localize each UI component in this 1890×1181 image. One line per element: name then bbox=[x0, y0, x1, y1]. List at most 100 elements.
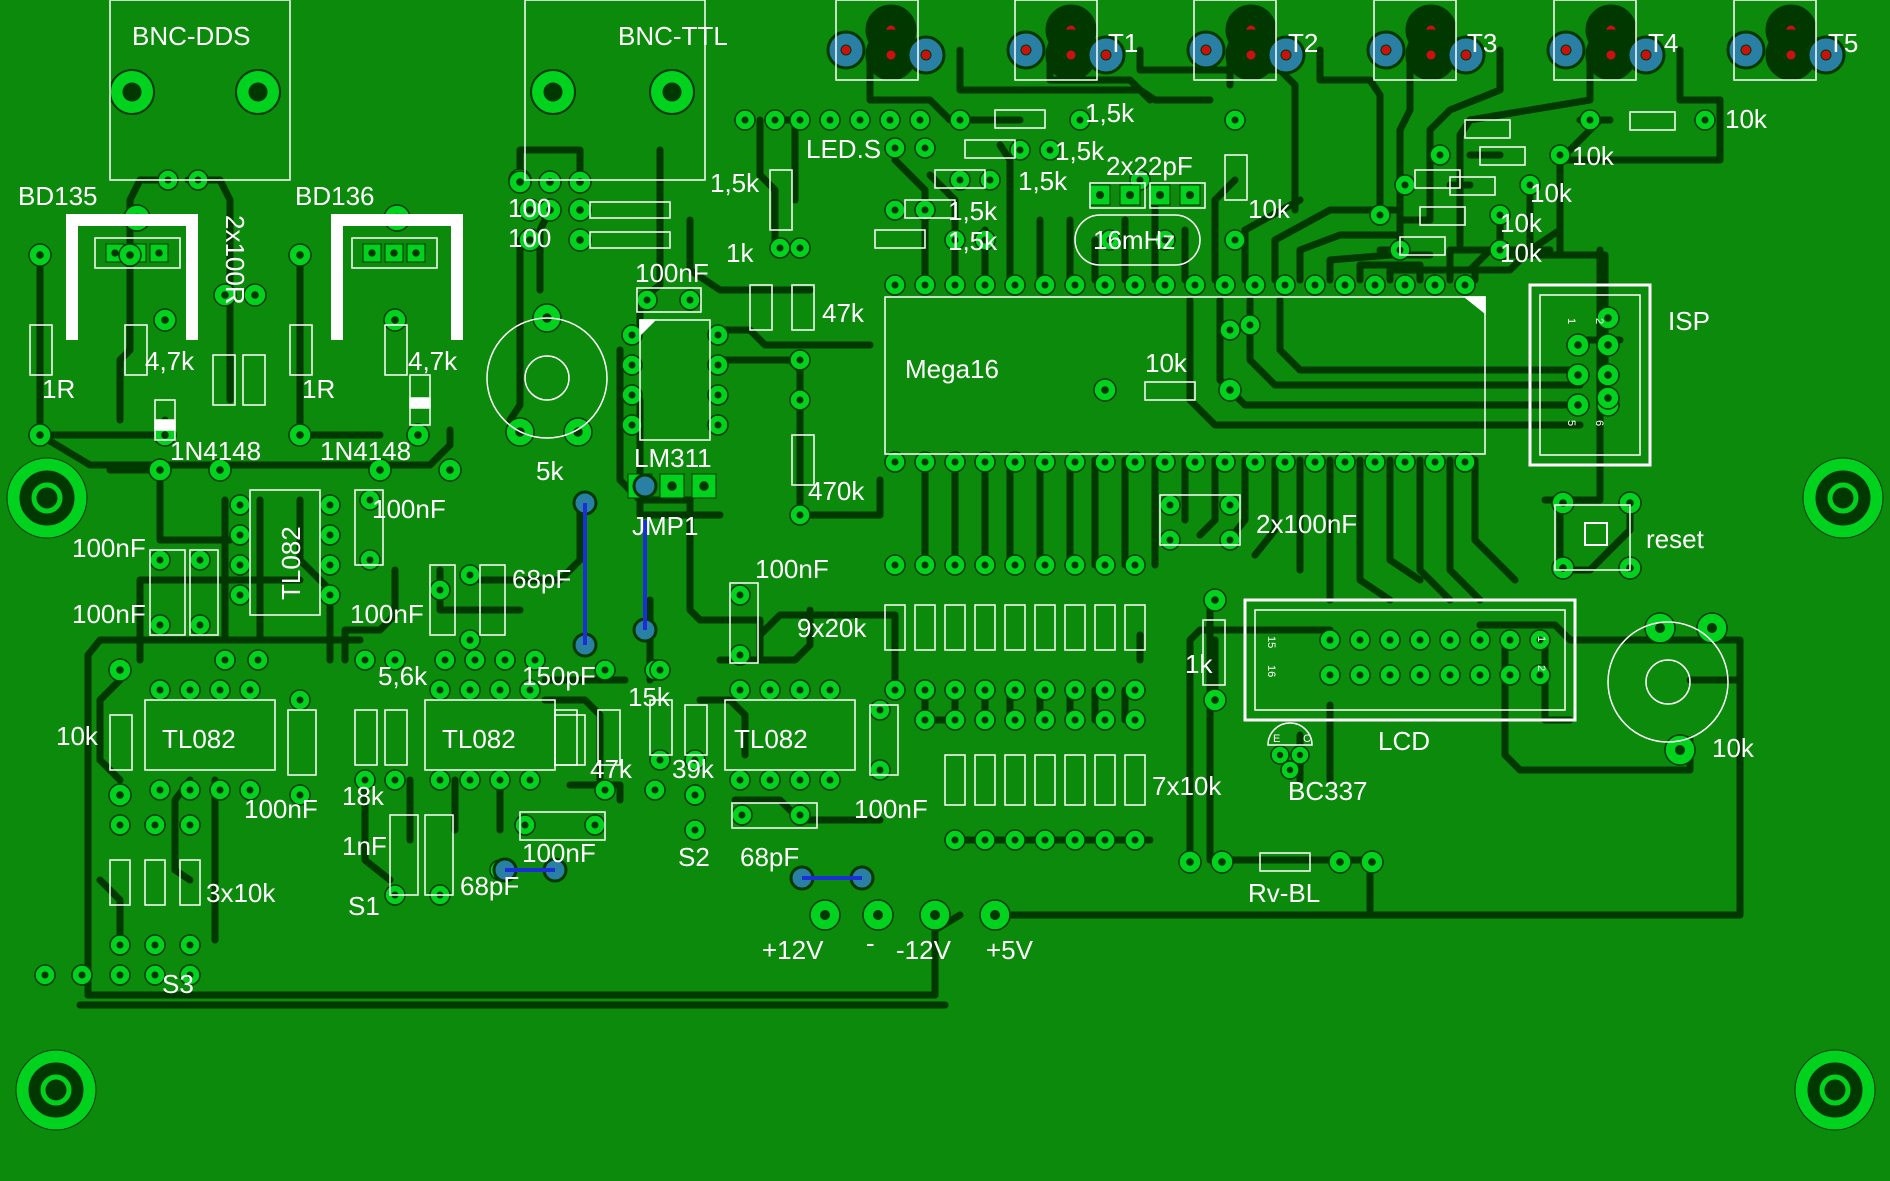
top-row-pad bbox=[949, 109, 971, 131]
pad-hole bbox=[1011, 716, 1019, 724]
r-9x20k-bottom-pin bbox=[974, 679, 996, 701]
pad bbox=[189, 549, 211, 571]
r-7x10k-bottom-pin bbox=[1064, 829, 1086, 851]
top-pad bbox=[914, 199, 936, 221]
r-3x10k-bottom bbox=[179, 934, 201, 956]
pad-hole bbox=[736, 776, 744, 784]
pad-hole bbox=[151, 971, 159, 979]
reset-pin bbox=[1551, 491, 1575, 515]
pad-hole bbox=[916, 116, 924, 124]
pad-hole bbox=[1231, 116, 1239, 124]
pad-hole bbox=[1281, 281, 1289, 289]
pad-hole bbox=[686, 296, 694, 304]
pad-hole bbox=[1191, 281, 1199, 289]
tconn-center bbox=[1740, 44, 1752, 56]
tl082v-pin bbox=[229, 524, 251, 546]
pad-hole bbox=[196, 621, 204, 629]
tl082a-pin bbox=[209, 679, 231, 701]
pad-hole bbox=[1071, 716, 1079, 724]
r-10k-t5 bbox=[1399, 236, 1446, 256]
left-pad bbox=[288, 423, 312, 447]
pad-hole bbox=[656, 666, 664, 674]
s3-pin bbox=[109, 964, 131, 986]
pot-5k-outline bbox=[486, 317, 608, 439]
pad-hole bbox=[921, 458, 929, 466]
pad-hole bbox=[1131, 836, 1139, 844]
r-1-5k-2 bbox=[964, 139, 1016, 159]
reset-outline bbox=[1554, 504, 1631, 571]
pad-hole bbox=[216, 466, 224, 474]
c-68pf-s1-body bbox=[424, 814, 454, 896]
r-9x20k-top-pin bbox=[1034, 554, 1056, 576]
tl082v-pin bbox=[229, 554, 251, 576]
pad-hole bbox=[1386, 636, 1394, 644]
pad-hole bbox=[111, 249, 119, 257]
label-2x22pf: 2x22pF bbox=[1106, 151, 1193, 181]
xtal-pin bbox=[1154, 229, 1176, 251]
tconn-center bbox=[1640, 49, 1652, 61]
label-mega16: Mega16 bbox=[905, 354, 999, 384]
jmp1-pin bbox=[659, 473, 685, 499]
pad-hole bbox=[1071, 458, 1079, 466]
r-9x20k-bottom-pin bbox=[1004, 679, 1026, 701]
cap-pin bbox=[1159, 494, 1181, 516]
pad-hole bbox=[526, 686, 534, 694]
tl082v-pin bbox=[229, 494, 251, 516]
pad-hole bbox=[1604, 394, 1612, 402]
pad-hole bbox=[1131, 716, 1139, 724]
tl082b-pin bbox=[459, 769, 481, 791]
label-1-5k-e: 1,5k bbox=[948, 226, 998, 256]
top-pad bbox=[944, 229, 966, 251]
r-9x20k-top-pin bbox=[884, 554, 906, 576]
top-pad bbox=[979, 169, 1001, 191]
left-pad bbox=[213, 283, 237, 307]
lcd-extra bbox=[1203, 588, 1227, 612]
left-pad bbox=[118, 243, 142, 267]
label-jmp1: JMP1 bbox=[632, 511, 698, 541]
pad-hole bbox=[1556, 151, 1564, 159]
lm311-pin bbox=[707, 354, 729, 376]
pad-hole bbox=[1221, 281, 1229, 289]
label-1-5k-b: 1,5k bbox=[1055, 136, 1105, 166]
mega16-top-pin bbox=[944, 274, 966, 296]
pad-hole bbox=[1161, 236, 1169, 244]
pad-hole bbox=[1431, 458, 1439, 466]
mega16-bottom-pin bbox=[1364, 451, 1386, 473]
pad-hole bbox=[981, 836, 989, 844]
r-7x10k-top-pin bbox=[1094, 709, 1116, 731]
pad bbox=[459, 564, 481, 586]
pad-hole bbox=[368, 249, 376, 257]
tl082v-pin bbox=[229, 584, 251, 606]
pad-hole bbox=[155, 249, 163, 257]
pad-hole bbox=[326, 591, 334, 599]
lcd-pin bbox=[1319, 664, 1341, 686]
pad bbox=[494, 649, 516, 671]
left-pad bbox=[383, 308, 407, 332]
t1-outline bbox=[835, 0, 919, 81]
pad-hole bbox=[1341, 458, 1349, 466]
pad bbox=[149, 614, 171, 636]
mounting-hole-right bbox=[1802, 457, 1884, 539]
pad-hole bbox=[1166, 501, 1174, 509]
lcd-pin16-label: 16 bbox=[1265, 665, 1277, 677]
top-pad bbox=[1069, 109, 1091, 131]
pad bbox=[214, 649, 236, 671]
label-2x100nf: 2x100nF bbox=[1256, 509, 1357, 539]
pad-hole bbox=[714, 361, 722, 369]
pad-hole bbox=[436, 776, 444, 784]
mounting-hole-bottom-right bbox=[1794, 1049, 1876, 1131]
left-pad bbox=[28, 423, 52, 447]
r-9x20k-top-pin bbox=[974, 554, 996, 576]
pad bbox=[729, 644, 751, 666]
label-150pf: 150pF bbox=[522, 661, 596, 691]
pad bbox=[34, 964, 56, 986]
pad-hole bbox=[126, 251, 134, 259]
pad-hole bbox=[1341, 281, 1349, 289]
pad bbox=[354, 649, 376, 671]
pad-hole bbox=[891, 458, 899, 466]
pad bbox=[1224, 229, 1246, 251]
pad-hole bbox=[436, 586, 444, 594]
label-100-top: 100 bbox=[508, 193, 551, 223]
cap-pin bbox=[1159, 529, 1181, 551]
r-extra bbox=[1464, 119, 1511, 139]
